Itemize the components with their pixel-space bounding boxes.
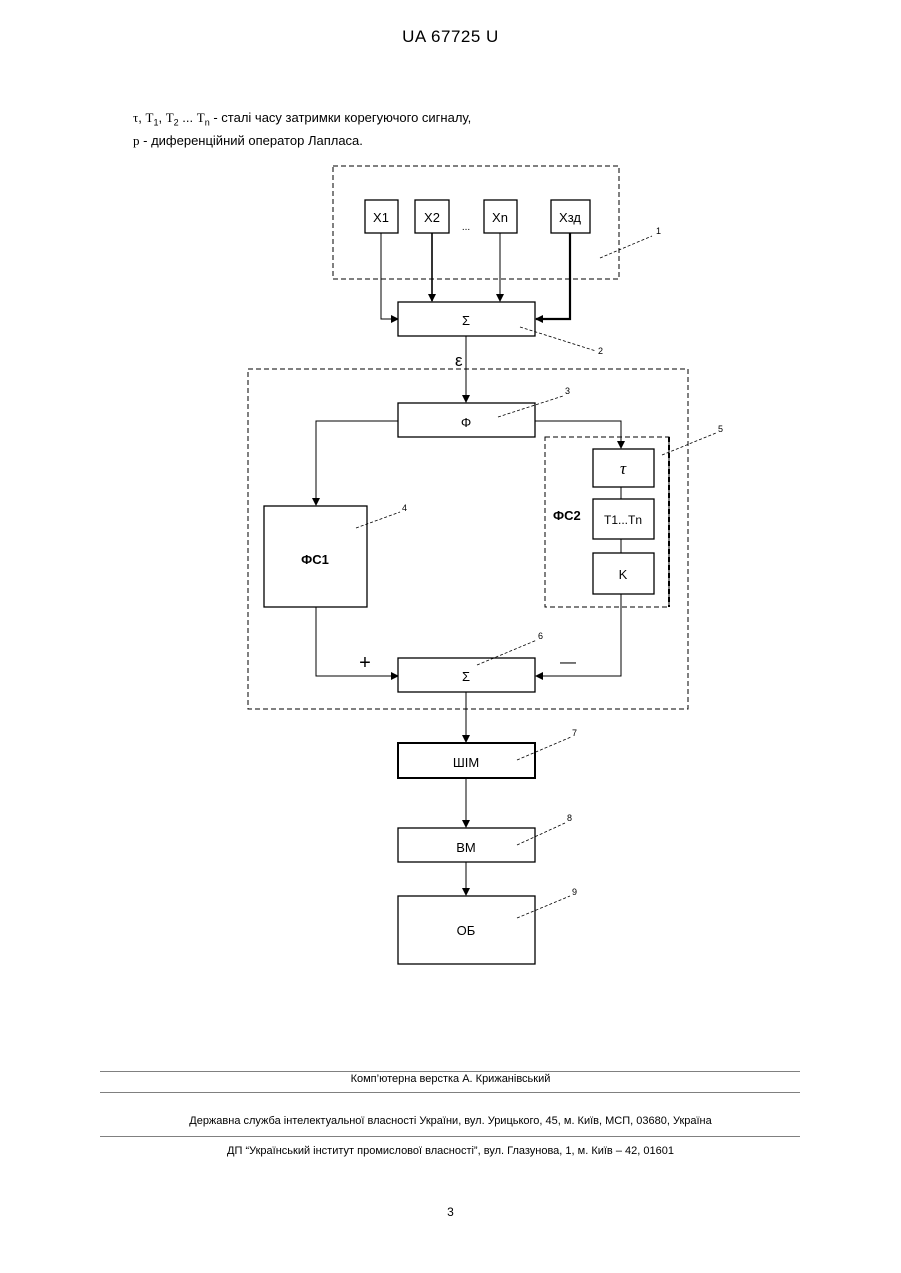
t-chain-label: T1...Tn	[604, 513, 642, 527]
footer-rule-3	[100, 1136, 800, 1137]
callout-8: 8	[567, 813, 572, 823]
arrow-to-tau	[535, 421, 621, 448]
plus-sign: +	[359, 652, 371, 674]
summator-top: Σ	[398, 302, 535, 336]
callout-5: 5	[718, 424, 723, 434]
arrow-k-to-sum	[536, 594, 621, 676]
ob-block: ОБ	[398, 896, 535, 964]
input-label: Xn	[492, 210, 508, 225]
footer-agency: Державна служба інтелектуальної власност…	[0, 1115, 901, 1127]
fs1-block: ФС1	[264, 506, 367, 607]
input-box-xzd: Xзд	[551, 200, 590, 233]
vm-label: ВМ	[456, 840, 476, 855]
arrow-fs1-to-sum	[316, 607, 398, 676]
sum-symbol: Σ	[462, 669, 470, 684]
summator-bottom: Σ	[398, 658, 535, 692]
phi-block: Φ	[398, 403, 535, 437]
epsilon-label: ε	[455, 351, 463, 370]
minus-sign: —	[560, 654, 576, 671]
k-label: K	[619, 567, 628, 582]
callout-9: 9	[572, 887, 577, 897]
shim-label: ШІМ	[453, 755, 479, 770]
input-box-x2: X2	[415, 200, 449, 233]
callout-4: 4	[402, 503, 407, 513]
arrow-to-fs1	[316, 421, 398, 505]
k-block: K	[593, 553, 654, 594]
ob-label: ОБ	[457, 923, 476, 938]
callout-1: 1	[656, 226, 661, 236]
phi-label: Φ	[461, 415, 471, 430]
page-number: 3	[0, 1205, 901, 1219]
input-label: Xзд	[559, 210, 581, 225]
tau-block: τ	[593, 449, 654, 487]
vm-block: ВМ	[398, 828, 535, 862]
shim-block: ШІМ	[398, 743, 535, 778]
callout-7: 7	[572, 728, 577, 738]
footer-rule-2	[100, 1092, 800, 1093]
arrow-x1	[381, 233, 398, 319]
footer-typesetting: Комп’ютерна верстка А. Крижанівський	[0, 1073, 901, 1085]
inputs-dots: ...	[462, 222, 470, 233]
fs2-label: ФС2	[553, 508, 581, 523]
sum-symbol: Σ	[462, 313, 470, 328]
callout-leaders	[356, 236, 716, 918]
footer-institute: ДП “Український інститут промислової вла…	[0, 1145, 901, 1157]
tau-label: τ	[620, 459, 627, 478]
callout-6: 6	[538, 631, 543, 641]
arrow-xzd	[536, 233, 570, 319]
input-box-xn: Xn	[484, 200, 517, 233]
t-chain-block: T1...Tn	[593, 499, 654, 539]
footer-rule-1	[100, 1071, 800, 1072]
input-box-x1: X1	[365, 200, 398, 233]
input-label: X1	[373, 210, 389, 225]
fs1-label: ФС1	[301, 552, 329, 567]
input-label: X2	[424, 210, 440, 225]
callout-3: 3	[565, 386, 570, 396]
callout-2: 2	[598, 346, 603, 356]
